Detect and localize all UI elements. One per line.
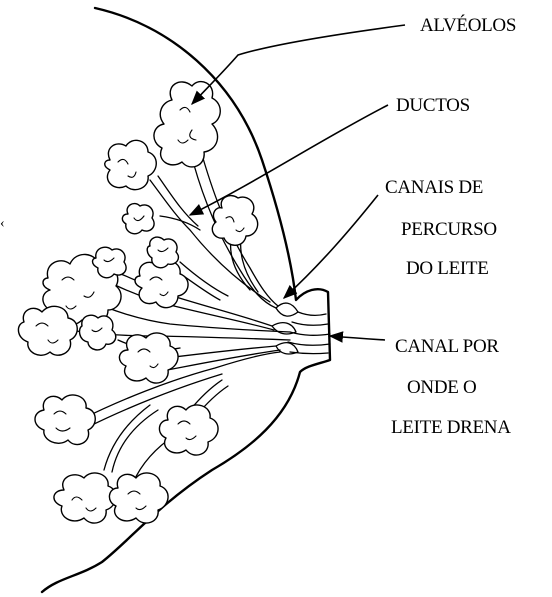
label-canal-line1: CANAL POR <box>395 336 499 358</box>
arrow-canal <box>330 336 385 340</box>
arrow-ductos <box>190 105 388 215</box>
label-alveolos: ALVÉOLOS <box>420 15 516 37</box>
label-canal-line2: ONDE O <box>407 377 476 399</box>
arrow-canais <box>284 195 378 298</box>
label-canais-line2: PERCURSO <box>401 219 497 241</box>
label-canais-line3: DO LEITE <box>406 258 489 280</box>
alveoli-clusters <box>18 82 257 524</box>
stray-mark: ‹ <box>0 216 5 232</box>
label-canal-line3: LEITE DRENA <box>391 417 511 439</box>
nipple-channels <box>272 303 330 354</box>
arrow-alveolos <box>192 25 405 104</box>
label-canais-line1: CANAIS DE <box>385 177 483 199</box>
label-ductos: DUCTOS <box>396 95 470 117</box>
